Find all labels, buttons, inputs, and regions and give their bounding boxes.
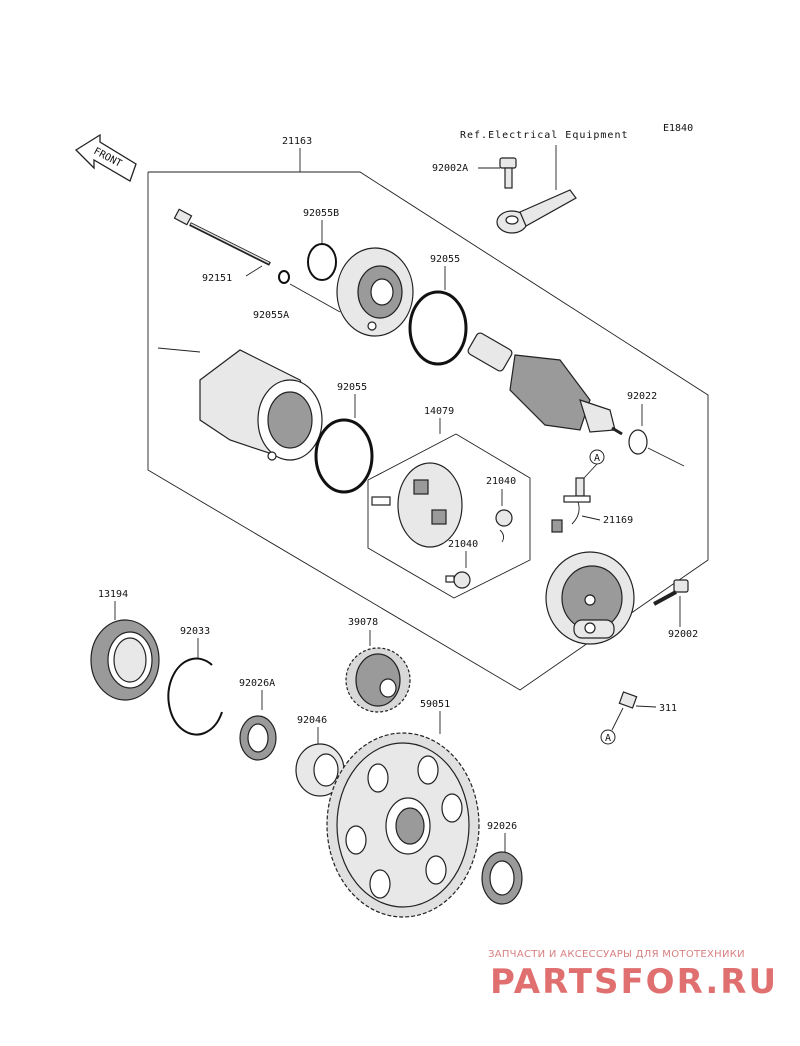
part-label-21040-top[interactable]: 21040 — [486, 476, 516, 487]
part-label-92055-top[interactable]: 92055 — [430, 254, 460, 265]
part-label-21040-bot[interactable]: 21040 — [448, 539, 478, 550]
front-arrow-icon: FRONT — [74, 133, 137, 182]
needle-bearing-92046 — [295, 743, 345, 797]
cable-terminal — [496, 145, 577, 234]
part-label-92033[interactable]: 92033 — [180, 626, 210, 637]
part-label-92002A[interactable]: 92002A — [432, 163, 468, 174]
part-label-92151[interactable]: 92151 — [202, 273, 232, 284]
part-label-59051[interactable]: 59051 — [420, 699, 450, 710]
part-label-92055-mid[interactable]: 92055 — [337, 382, 367, 393]
callout-a-bottom: A — [600, 707, 624, 745]
bolt-92002A — [499, 157, 517, 189]
diagram-code: E1840 — [663, 123, 693, 134]
o-ring-92055-top — [408, 290, 468, 366]
terminal-set-21169 — [551, 477, 591, 533]
brush-holder-outline — [367, 433, 531, 599]
brush-holder — [371, 462, 463, 548]
part-label-92046[interactable]: 92046 — [297, 715, 327, 726]
part-label-39078[interactable]: 39078 — [348, 617, 378, 628]
front-cover — [336, 247, 414, 337]
svg-text:A: A — [605, 733, 611, 744]
bolt-92002 — [653, 579, 689, 606]
part-label-21163[interactable]: 21163 — [282, 136, 312, 147]
part-label-92026A[interactable]: 92026A — [239, 678, 275, 689]
svg-text:A: A — [594, 453, 600, 464]
through-bolt-92151 — [173, 208, 271, 266]
brush-spring-21040-bot — [445, 571, 471, 589]
o-ring-92055-mid — [314, 418, 374, 494]
brush-spring-21040-top — [495, 509, 513, 543]
part-label-92026[interactable]: 92026 — [487, 821, 517, 832]
o-ring-92055A — [278, 270, 290, 284]
motor-yoke — [199, 349, 323, 461]
ref-electrical-equipment-label[interactable]: Ref.Electrical Equipment — [460, 130, 629, 141]
part-label-92002[interactable]: 92002 — [668, 629, 698, 640]
part-label-92055A[interactable]: 92055A — [253, 310, 289, 321]
part-label-14079[interactable]: 14079 — [424, 406, 454, 417]
o-ring-92055B — [307, 243, 337, 281]
rear-cover — [545, 551, 635, 645]
idler-gear-39078 — [345, 647, 411, 713]
starter-clutch-13194 — [90, 619, 160, 701]
part-label-92055B[interactable]: 92055B — [303, 208, 339, 219]
part-label-311[interactable]: 311 — [659, 703, 677, 714]
washer-92022 — [628, 429, 648, 455]
terminal-311 — [618, 691, 638, 709]
watermark-logo: PARTSFOR.RU — [490, 962, 779, 1002]
starter-assembly-outline — [147, 171, 709, 691]
part-label-92022[interactable]: 92022 — [627, 391, 657, 402]
washer-92026A — [239, 715, 277, 761]
washer-92026 — [481, 851, 523, 905]
armature — [467, 332, 623, 436]
watermark-subtitle: ЗАПЧАСТИ И АКСЕССУАРЫ ДЛЯ МОТОТЕХНИКИ — [488, 949, 745, 960]
part-label-21169[interactable]: 21169 — [603, 515, 633, 526]
part-label-13194[interactable]: 13194 — [98, 589, 128, 600]
callout-a-top: A — [583, 449, 605, 479]
starter-gear-59051 — [326, 732, 480, 918]
axis-line-left — [157, 347, 201, 353]
circlip-92033 — [167, 657, 223, 736]
